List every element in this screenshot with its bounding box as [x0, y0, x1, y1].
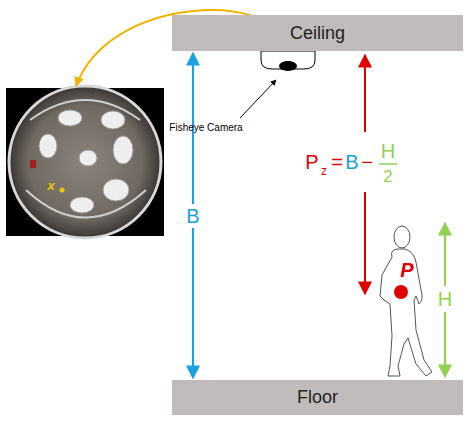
- formula-subscript: z: [321, 165, 327, 177]
- fisheye-view: [9, 86, 161, 238]
- formula-symbol: 2: [383, 168, 392, 185]
- formula-symbol: P: [305, 152, 318, 172]
- formula-symbol: −: [361, 152, 373, 172]
- projected-point: [60, 188, 65, 193]
- band-label: Floor: [297, 387, 338, 408]
- formula-symbol: H: [381, 141, 395, 161]
- formula-symbol: =: [331, 152, 343, 172]
- height-arrow: [364, 55, 366, 132]
- person-height-arrow: [444, 312, 446, 377]
- height-arrow: [364, 192, 366, 294]
- component-label: Fisheye Camera: [169, 123, 242, 133]
- dimension-label: B: [185, 204, 200, 228]
- formula-symbol: B: [345, 152, 358, 172]
- person-figure: [380, 226, 432, 376]
- fraction-bar: [379, 163, 397, 165]
- floor-band: Floor: [172, 380, 463, 415]
- center-point: [394, 285, 408, 299]
- point-label: P: [400, 260, 413, 280]
- tables: [39, 110, 133, 213]
- point-label: x: [47, 179, 54, 192]
- leader-arrow: [240, 80, 276, 118]
- camera-lens: [279, 61, 297, 71]
- person-blob: [30, 160, 36, 168]
- fisheye-rim: [9, 86, 161, 238]
- band-label: Ceiling: [290, 23, 345, 44]
- person-height-arrow: [444, 223, 446, 286]
- ceiling-band: Ceiling: [172, 15, 463, 51]
- room-edge: [26, 100, 146, 218]
- dimension-label: H: [437, 287, 453, 311]
